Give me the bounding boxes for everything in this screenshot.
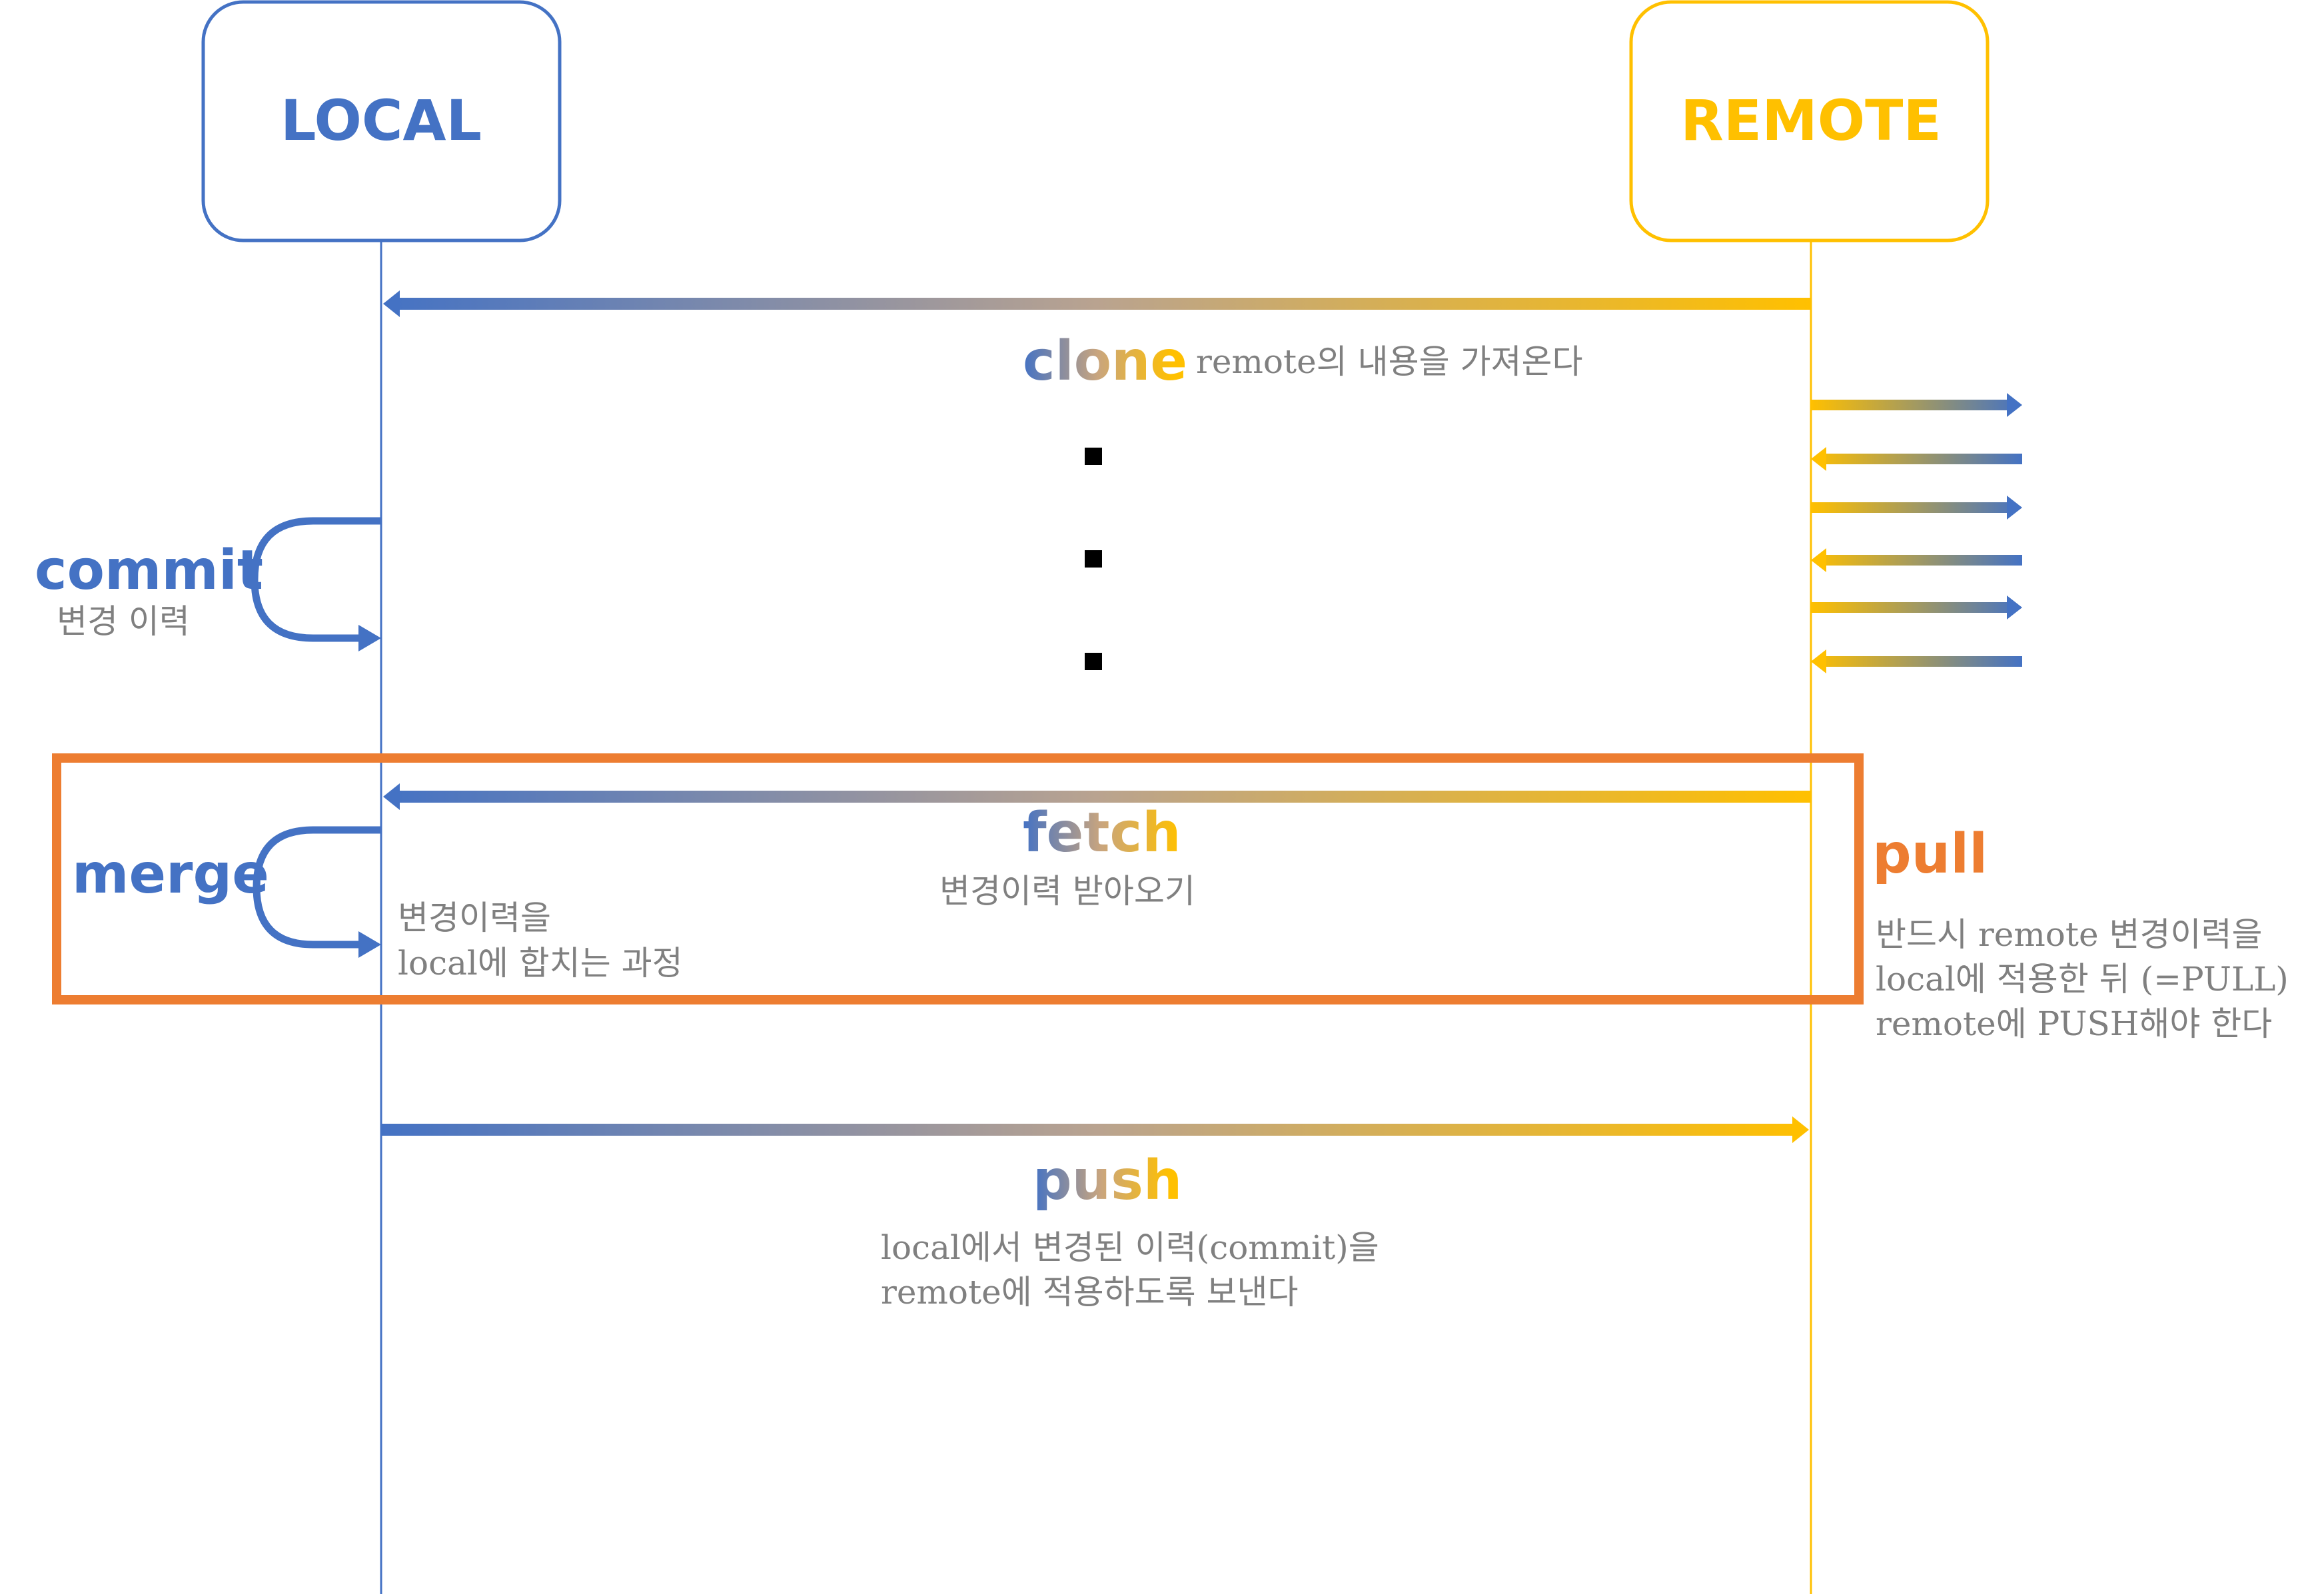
side-exchange-arrows (1811, 393, 2022, 673)
push-label: push (1033, 1149, 1182, 1212)
ellipsis-dots (1085, 448, 1102, 670)
side-arrow-out (1811, 496, 2022, 520)
local-box-title: LOCAL (281, 88, 482, 153)
clone-description: remote의 내용을 가져온다 (1196, 342, 1582, 381)
merge-description: 변경이력을 local에 합치는 과정 (398, 899, 683, 983)
merge-description-line: 변경이력을 (398, 899, 551, 937)
push-description-line: local에서 변경된 이력(commit)을 (881, 1228, 1379, 1267)
commit-loop-arrow (251, 517, 381, 651)
pull-description-line: remote에 PUSH해야 한다 (1876, 1004, 2272, 1043)
remote-box: REMOTE (1629, 0, 1990, 242)
merge-loop-arrow (253, 826, 381, 958)
fetch-arrow (383, 783, 1811, 810)
side-arrow-out (1811, 596, 2022, 619)
push-arrow (381, 1116, 1809, 1143)
fetch-description: 변경이력 받아오기 (939, 872, 1195, 911)
merge-description-line: local에 합치는 과정 (398, 944, 683, 983)
remote-box-title: REMOTE (1680, 88, 1942, 153)
side-arrow-in (1811, 447, 2022, 471)
push-description-line: remote에 적용하도록 보낸다 (881, 1273, 1298, 1312)
commit-description: 변경 이력 (57, 602, 190, 641)
ellipsis-dot (1085, 448, 1102, 465)
local-box: LOCAL (201, 0, 562, 242)
ellipsis-dot (1085, 550, 1102, 568)
clone-arrow (383, 290, 1811, 317)
ellipsis-dot (1085, 653, 1102, 670)
pull-label: pull (1872, 823, 1988, 886)
merge-label: merge (72, 843, 269, 906)
pull-description-line: local에 적용한 뒤 (=PULL) (1876, 960, 2289, 998)
pull-frame (52, 753, 1864, 1004)
pull-description-line: 반드시 remote 변경이력을 (1876, 915, 2262, 954)
clone-label: clone (1023, 330, 1187, 393)
pull-description: 반드시 remote 변경이력을 local에 적용한 뒤 (=PULL) re… (1876, 915, 2299, 1043)
push-description: local에서 변경된 이력(commit)을 remote에 적용하도록 보낸… (881, 1228, 1390, 1312)
side-arrow-in (1811, 548, 2022, 572)
side-arrow-out (1811, 393, 2022, 417)
commit-label: commit (35, 539, 263, 602)
side-arrow-in (1811, 649, 2022, 673)
fetch-label: fetch (1023, 801, 1181, 865)
